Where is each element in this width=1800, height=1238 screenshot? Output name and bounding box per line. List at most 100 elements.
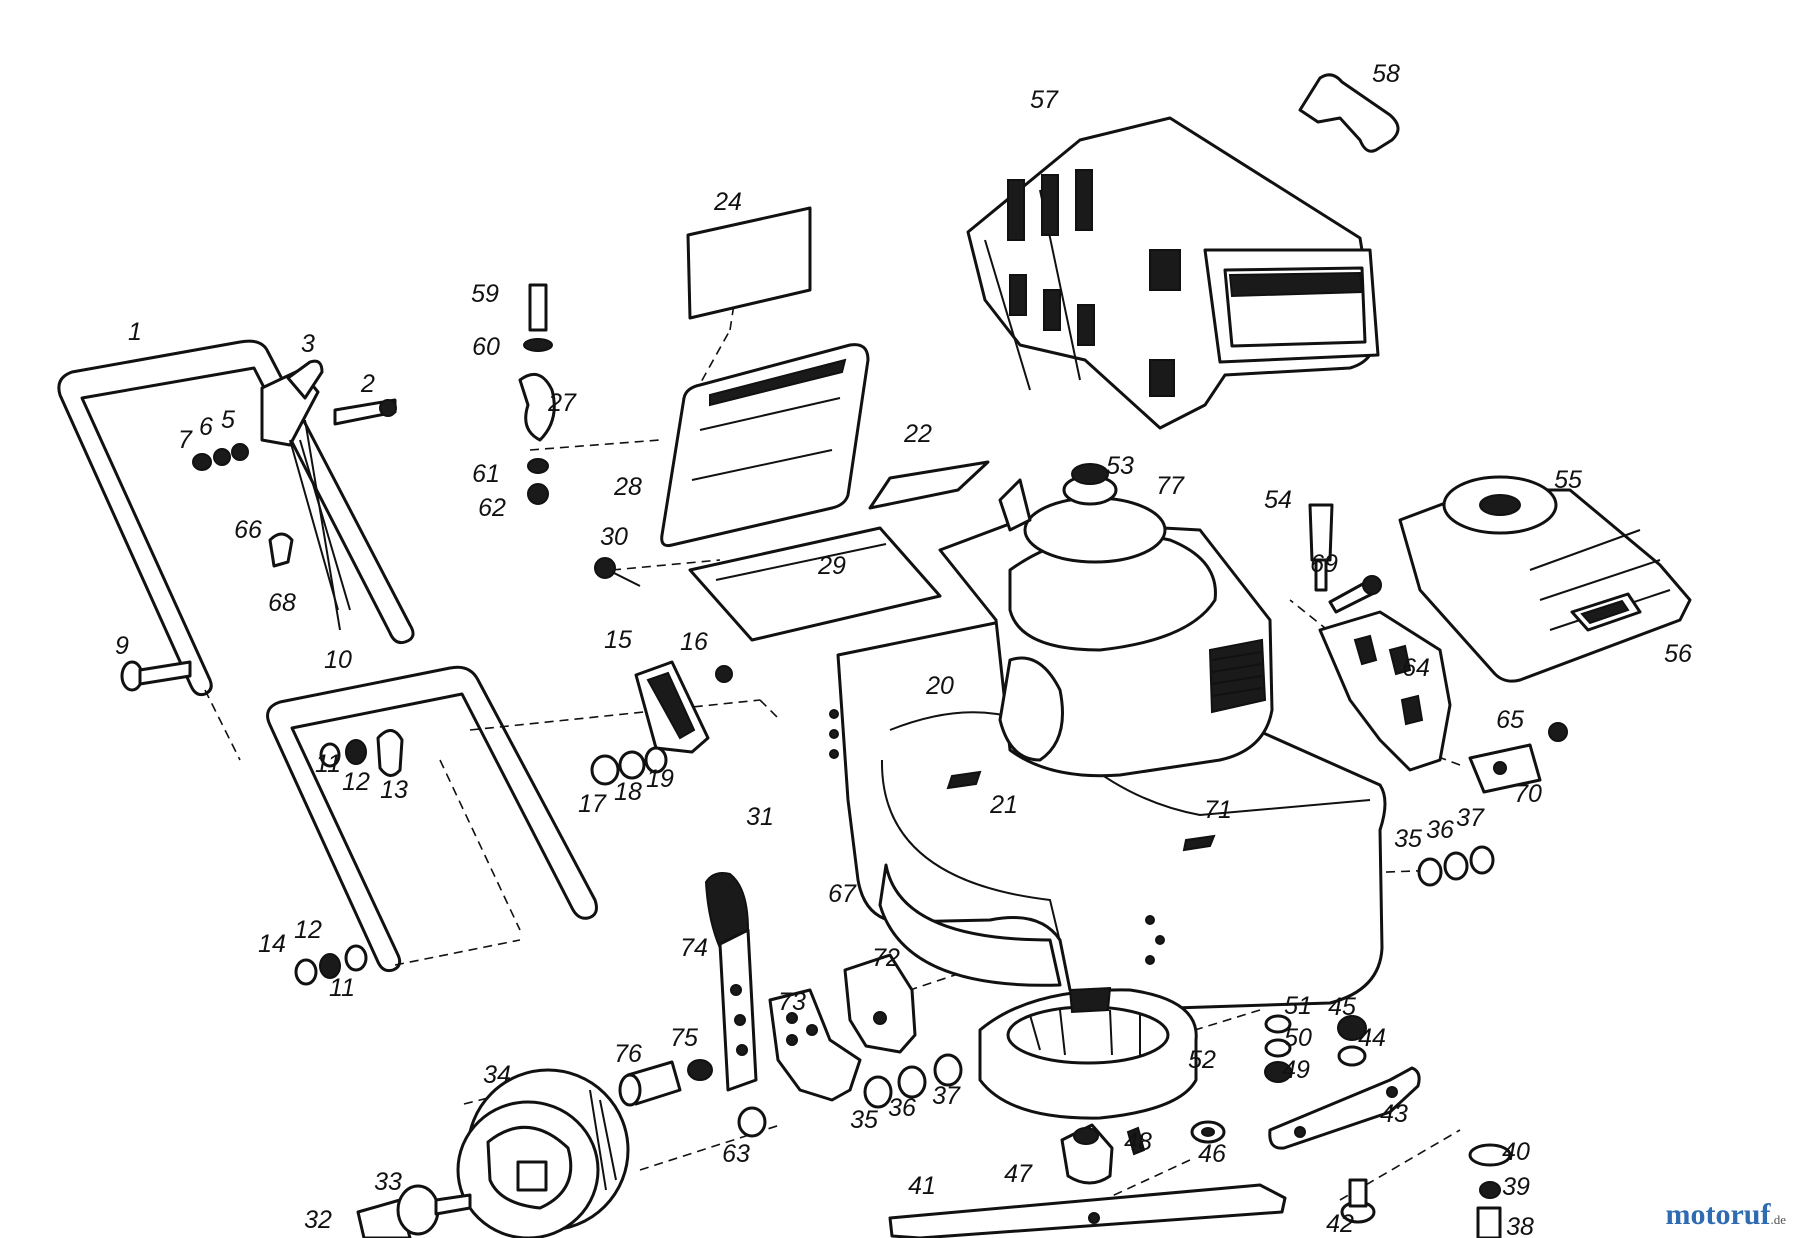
part-label-p12b: 12: [294, 916, 322, 944]
fastener-stack-44-45: [1337, 1015, 1367, 1067]
rear-flap-28: [660, 343, 870, 547]
lower-handle: [266, 665, 598, 973]
part-label-p37b: 37: [1456, 804, 1485, 832]
part-label-p16: 16: [680, 628, 708, 656]
part-label-p60: 60: [472, 333, 500, 361]
washer-46: [1190, 1120, 1226, 1144]
brand-watermark: motoruf.de: [1665, 1198, 1786, 1232]
sticker-22: [868, 460, 990, 510]
part-label-p35a: 35: [850, 1106, 878, 1134]
part-label-p19: 19: [646, 765, 674, 793]
part-label-p58: 58: [1372, 60, 1400, 88]
part-label-p65: 65: [1496, 706, 1524, 734]
knob-set-11-13: [294, 729, 404, 986]
part-label-p66: 66: [234, 516, 262, 544]
height-bracket-15: [634, 660, 710, 754]
height-lever-74: [704, 872, 758, 1092]
part-label-p59: 59: [471, 280, 499, 308]
bracket-73: [768, 988, 862, 1102]
watermark-suffix: .de: [1770, 1212, 1786, 1227]
part-label-p2: 2: [360, 370, 375, 398]
part-label-p34: 34: [483, 1061, 511, 1089]
part-label-p53: 53: [1106, 452, 1134, 480]
part-label-p5: 5: [221, 406, 235, 434]
part-label-p40: 40: [1502, 1138, 1530, 1166]
engine-53: [938, 463, 1274, 778]
part-label-p31: 31: [746, 803, 774, 831]
part-label-p36b: 36: [1426, 816, 1454, 844]
part-label-p73: 73: [778, 988, 806, 1016]
wheel-34: [456, 1068, 630, 1238]
washer-set-5-7: [192, 443, 249, 471]
screw-69: [1328, 575, 1382, 614]
part-label-p62: 62: [478, 494, 506, 522]
part-label-p69: 69: [1310, 550, 1338, 578]
part-label-p49: 49: [1282, 1056, 1310, 1084]
part-label-p46: 46: [1198, 1140, 1226, 1168]
part-label-p70: 70: [1514, 780, 1542, 808]
part-label-p56: 56: [1664, 640, 1692, 668]
catcher-vents: [1007, 169, 1181, 397]
part-label-p48: 48: [1124, 1128, 1152, 1156]
part-label-p12a: 12: [342, 768, 370, 796]
part-label-p10: 10: [324, 646, 352, 674]
part-label-p74: 74: [680, 934, 708, 962]
fastener-set-38-40: [1468, 1143, 1512, 1238]
engine-cover-55: [1398, 475, 1692, 683]
axle-pin-75-76: [618, 1059, 713, 1107]
part-label-p55: 55: [1554, 466, 1582, 494]
part-label-p17: 17: [578, 790, 607, 818]
bracket-72: [843, 953, 917, 1054]
blade-support-43: [1268, 1066, 1421, 1150]
part-label-p51: 51: [1284, 992, 1312, 1020]
bolt-42: [1340, 1178, 1376, 1224]
part-label-p22: 22: [903, 420, 932, 448]
part-label-p18: 18: [614, 778, 642, 806]
part-label-p29: 29: [817, 552, 846, 580]
part-label-p15: 15: [604, 626, 632, 654]
hinge-plate-29: [688, 526, 942, 642]
bolt-54: [1308, 503, 1334, 592]
fan-housing-52: [978, 986, 1198, 1120]
part-label-p14: 14: [258, 930, 286, 958]
part-label-p57: 57: [1030, 86, 1059, 114]
part-label-p47: 47: [1004, 1160, 1033, 1188]
part-label-p36a: 36: [888, 1094, 916, 1122]
wheel-bolt-32-33: [356, 1184, 472, 1238]
part-label-p77: 77: [1156, 472, 1185, 500]
grass-catcher-57: [966, 116, 1380, 430]
part-label-p30: 30: [600, 523, 628, 551]
part-label-p41: 41: [908, 1172, 936, 1200]
engine-bracket-64: [1318, 610, 1452, 772]
part-label-p21: 21: [989, 791, 1018, 819]
bolt-30: [594, 557, 641, 587]
part-label-p71: 71: [1204, 796, 1232, 824]
cable-68: [268, 419, 341, 631]
part-label-p13: 13: [380, 776, 408, 804]
part-label-p42: 42: [1326, 1210, 1354, 1238]
part-label-p3: 3: [301, 330, 315, 358]
part-label-p63: 63: [722, 1140, 750, 1168]
part-label-p52: 52: [1188, 1046, 1216, 1074]
part-label-p27: 27: [547, 389, 577, 417]
part-label-p11b: 11: [329, 974, 355, 1002]
part-label-p44: 44: [1358, 1024, 1386, 1052]
watermark-brand: motoruf: [1665, 1198, 1771, 1231]
blade-41: [888, 1183, 1287, 1238]
bolt-2: [333, 398, 397, 426]
part-label-p32: 32: [304, 1206, 332, 1234]
part-label-p20: 20: [925, 672, 954, 700]
part-label-p28: 28: [613, 473, 642, 501]
part-label-p39: 39: [1502, 1173, 1530, 1201]
part-label-p45: 45: [1328, 993, 1356, 1021]
part-label-p50: 50: [1284, 1024, 1312, 1052]
clip-65-70: [1468, 722, 1568, 794]
washer-63: [737, 1106, 767, 1138]
part-label-p6: 6: [199, 413, 213, 441]
label-plate-24: [686, 206, 812, 320]
part-label-p37a: 37: [932, 1082, 961, 1110]
part-label-p33: 33: [374, 1168, 402, 1196]
part-label-p75: 75: [670, 1024, 698, 1052]
part-label-p9: 9: [115, 632, 129, 660]
